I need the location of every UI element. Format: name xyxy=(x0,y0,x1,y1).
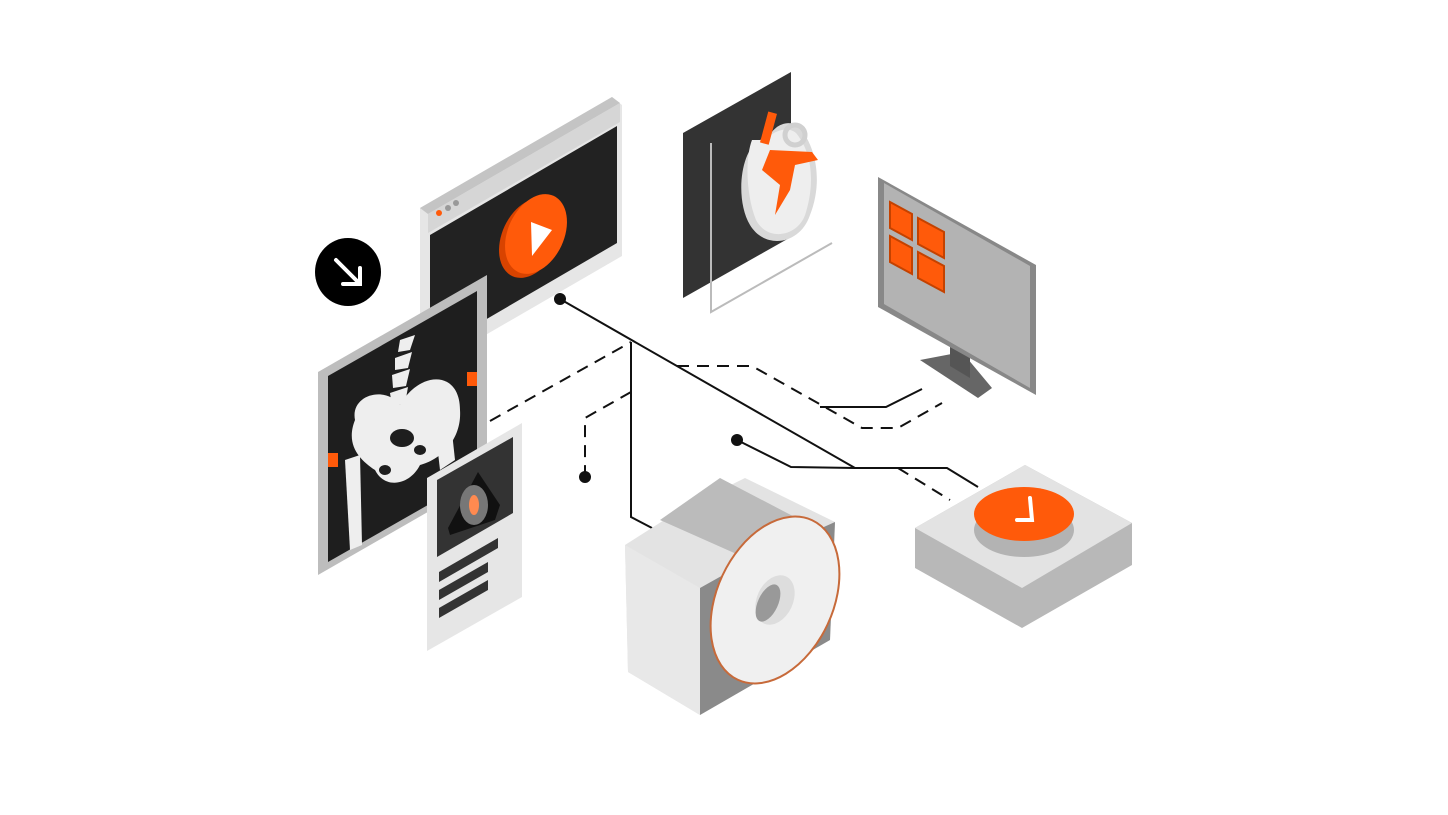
apps-monitor[interactable] xyxy=(878,177,1036,398)
chart-axis xyxy=(710,143,833,314)
dashed-connector-button xyxy=(897,467,951,501)
document-text-lines xyxy=(439,538,498,618)
previous-arrow-icon[interactable] xyxy=(328,453,338,467)
connector-node xyxy=(579,471,591,483)
window-dot-close xyxy=(436,210,442,216)
mri-scanner xyxy=(625,478,841,715)
solid-connector-branch xyxy=(630,342,653,529)
window-dot xyxy=(445,205,451,211)
solid-connector-monitor xyxy=(820,388,923,408)
next-arrow-icon[interactable] xyxy=(467,372,477,386)
window-dot xyxy=(453,200,459,206)
dashed-connector-down xyxy=(584,391,632,476)
solid-connector-main xyxy=(559,298,979,488)
arrow-down-right-icon[interactable] xyxy=(315,238,381,306)
ultrasound-report-document[interactable] xyxy=(427,423,522,651)
grid-icon xyxy=(889,200,945,294)
clock-icon xyxy=(1015,496,1035,522)
solid-connector-right xyxy=(736,439,856,469)
dashed-connector-left xyxy=(489,341,632,422)
connector-node xyxy=(554,293,566,305)
heart-icon xyxy=(741,111,818,242)
heart-scan-panel xyxy=(683,72,833,314)
dashed-connector-monitor xyxy=(677,365,943,429)
clock-button-device[interactable] xyxy=(915,465,1132,628)
connector-node xyxy=(731,434,743,446)
play-icon[interactable] xyxy=(487,184,579,288)
connector-lines xyxy=(489,298,979,529)
